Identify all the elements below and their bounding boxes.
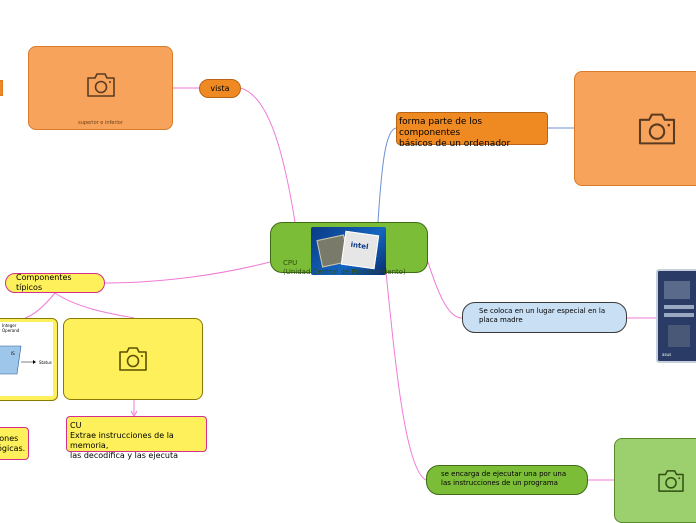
alu-diagram-card[interactable]: Integer Operand IS Status: [0, 318, 58, 401]
lugar-label: Se coloca en un lugar especial en la pla…: [479, 307, 606, 324]
motherboard-image[interactable]: asus: [656, 269, 696, 363]
cpu-central-node[interactable]: intel: [270, 222, 428, 275]
forma-image-card[interactable]: [574, 71, 696, 186]
link-componentes: [104, 261, 271, 284]
camera-icon: [638, 113, 676, 144]
status-label: Status: [39, 360, 52, 365]
componentes-label: Componentes típicos: [16, 273, 72, 292]
vista-node[interactable]: vista: [199, 79, 241, 98]
forma-parte-node[interactable]: forma parte de los componentes básicos d…: [396, 112, 548, 149]
camera-icon: [119, 347, 147, 371]
alu-text-node[interactable]: iones ógicas.: [0, 427, 29, 460]
link-comp-left: [24, 292, 56, 319]
link-vista: [239, 87, 296, 223]
forma-parte-label: forma parte de los componentes básicos d…: [399, 117, 511, 149]
cpu-chip-right: intel: [340, 230, 380, 270]
cpu-subtitle: (Unidad Central de Procesamiento): [283, 268, 406, 276]
board-brand: asus: [662, 352, 672, 357]
board-slot: [668, 325, 690, 347]
intel-logo: intel: [350, 240, 369, 252]
link-ejecutar: [385, 271, 427, 481]
superior-caption: superior e inferior: [78, 120, 123, 126]
link-comp-right: [54, 292, 135, 319]
cu-text: CU Extrae instrucciones de la memoria, l…: [70, 421, 178, 460]
integer-operand-label: Integer Operand: [2, 323, 20, 333]
is-label: IS: [11, 351, 15, 356]
ejecutar-node[interactable]: se encarga de ejecutar una por una las i…: [426, 465, 588, 495]
superior-image-card[interactable]: superior e inferior: [28, 46, 173, 130]
ejecutar-image-card[interactable]: [614, 438, 696, 523]
board-slot: [664, 281, 690, 299]
componentes-node[interactable]: Componentes típicos: [5, 273, 105, 293]
cu-image-card[interactable]: [63, 318, 203, 400]
cpu-chip-image: intel: [311, 227, 386, 275]
cpu-title: CPU: [283, 259, 298, 267]
camera-icon: [86, 73, 115, 97]
alu-shape: [0, 345, 36, 375]
link-lugar: [427, 261, 463, 319]
vista-label: vista: [210, 83, 230, 93]
cu-text-node[interactable]: CU Extrae instrucciones de la memoria, l…: [66, 416, 207, 460]
ejecutar-label: se encarga de ejecutar una por una las i…: [441, 470, 567, 487]
lugar-node[interactable]: Se coloca en un lugar especial en la pla…: [462, 302, 627, 333]
partial-orange-node[interactable]: [0, 80, 3, 96]
board-slot: [664, 305, 694, 309]
camera-icon: [658, 469, 684, 492]
alu-text: iones ógicas.: [0, 434, 26, 453]
board-slot: [664, 313, 694, 317]
link-forma-parte: [377, 127, 397, 223]
alu-diagram-inner: Integer Operand IS Status: [0, 322, 53, 396]
